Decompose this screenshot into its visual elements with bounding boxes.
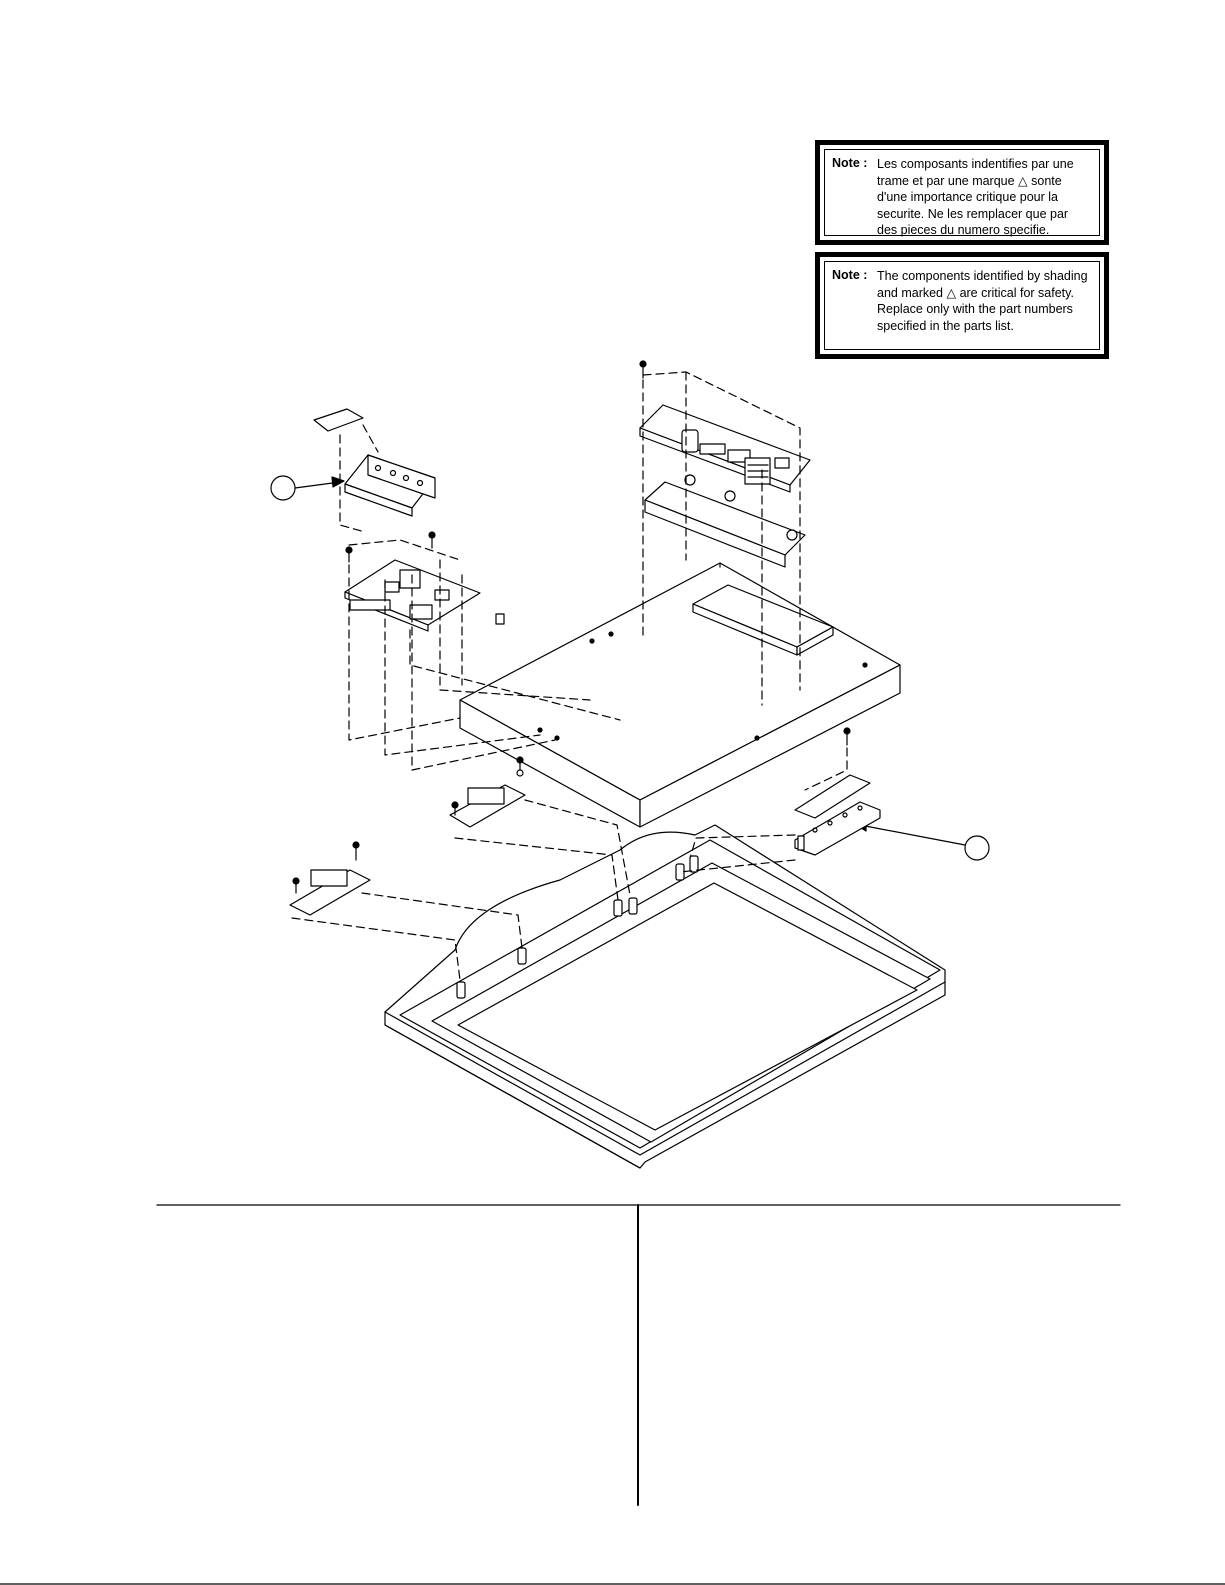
mounting-bracket	[344, 454, 436, 517]
note-label-english: Note :	[832, 268, 868, 282]
note-label-french: Note :	[832, 156, 868, 170]
inverter-guides	[291, 799, 631, 981]
power-board	[639, 404, 811, 493]
control-board-screws	[345, 531, 436, 563]
callout-left	[270, 475, 345, 501]
note-box-english: Note : The components identified by shad…	[815, 252, 1109, 359]
note-line: d'une importance critique pour la	[877, 190, 1058, 204]
note-line: and marked △ are critical for safety.	[877, 285, 1074, 300]
bracket-cover-plate	[313, 408, 364, 432]
chassis-pad	[692, 584, 834, 656]
side-bracket-guides	[679, 747, 848, 873]
chassis-panel	[459, 562, 901, 828]
note-line: The components identified by shading	[877, 269, 1088, 283]
bezel-standoffs	[456, 855, 699, 999]
note-text-french: Les composants indentifies par une trame…	[877, 156, 1074, 239]
power-board-guides	[642, 371, 801, 706]
note-inner-frame	[824, 261, 1100, 350]
note-line: securite. Ne les remplacer que par	[877, 206, 1069, 221]
note-line: des pieces du numero specifie.	[877, 223, 1050, 237]
side-bracket-screw	[843, 727, 851, 746]
note-inner-frame	[824, 149, 1100, 236]
control-board-guides	[348, 539, 621, 771]
note-text-english: The components identified by shading and…	[877, 268, 1088, 334]
note-line: trame et par une marque △ sonte	[877, 173, 1062, 188]
inverter-module-upper	[449, 756, 526, 828]
note-line: Les composants indentifies par une	[877, 157, 1074, 171]
inverter-module-lower	[289, 841, 371, 916]
note-line: specified in the parts list.	[877, 318, 1014, 333]
bracket-guides	[339, 424, 379, 533]
power-board-cover	[644, 474, 806, 568]
front-bezel	[384, 824, 946, 1169]
power-board-screw	[639, 360, 647, 379]
callout-right	[854, 819, 990, 861]
small-clip	[495, 613, 505, 625]
note-line: Replace only with the part numbers	[877, 302, 1073, 316]
side-bracket	[794, 774, 881, 856]
note-box-french: Note : Les composants indentifies par un…	[815, 140, 1109, 245]
